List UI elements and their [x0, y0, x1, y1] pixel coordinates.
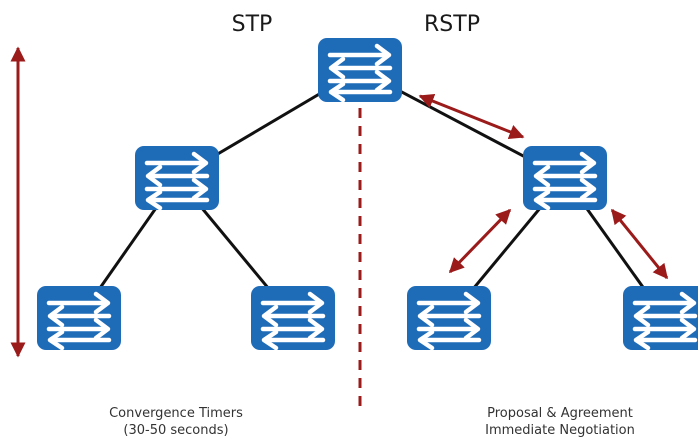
switch-rstp-left-icon — [407, 286, 491, 350]
rstp-caption-line2: Immediate Negotiation — [485, 423, 635, 438]
rstp-title: RSTP — [424, 12, 480, 37]
switch-rstp-right-icon — [623, 286, 698, 350]
rstp-negotiation-arrow-right — [610, 208, 669, 280]
rstp-negotiation-arrow-root — [418, 94, 525, 139]
stp-caption-line1: Convergence Timers — [109, 406, 243, 421]
rstp-negotiation-arrow-left — [448, 208, 512, 274]
switch-stp-right-icon — [251, 286, 335, 350]
switch-root-icon — [318, 38, 402, 102]
switch-stp-left-icon — [37, 286, 121, 350]
rstp-caption-line1: Proposal & Agreement — [487, 406, 633, 421]
switch-stp-mid-icon — [135, 146, 219, 210]
stp-title: STP — [232, 12, 273, 37]
switch-rstp-mid-icon — [523, 146, 607, 210]
stp-caption-line2: (30-50 seconds) — [123, 423, 228, 438]
